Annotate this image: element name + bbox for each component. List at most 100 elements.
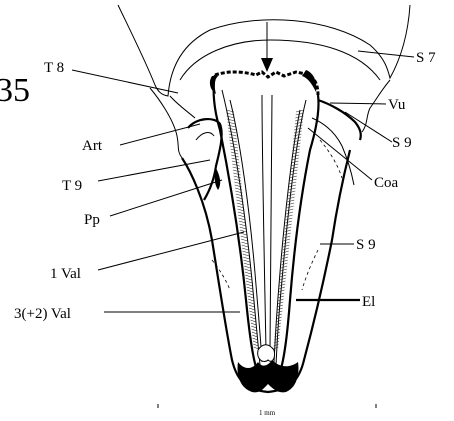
valve-rib-left	[229, 134, 237, 136]
vulva-structure	[318, 100, 361, 140]
valve-rib-left	[249, 311, 254, 313]
segment-8-outline	[118, 5, 410, 96]
leader-vu	[330, 103, 386, 104]
valve-rib-left	[246, 284, 252, 286]
valve-rib-left	[248, 299, 254, 301]
tergite-9-inner	[196, 133, 214, 140]
valve-rib-left	[234, 176, 241, 178]
valve-rib-right	[282, 254, 288, 256]
right-valve-inner-1	[276, 100, 306, 365]
valve-rib-left	[234, 179, 241, 181]
coa-outline	[312, 118, 354, 185]
valve-rib-left	[250, 314, 255, 316]
valve-rib-left	[244, 263, 250, 265]
valve-rib-right	[278, 293, 284, 295]
valve-rib-left	[228, 131, 236, 133]
valve-rib-left	[247, 293, 253, 295]
valve-rib-left	[233, 173, 240, 175]
valve-rib-left	[232, 161, 239, 163]
valve-rib-left	[248, 302, 254, 304]
valve-rib-right	[294, 134, 302, 136]
leader-art	[120, 124, 200, 145]
valve-rib-left	[243, 257, 249, 259]
valve-rib-left	[228, 125, 236, 127]
valve-rib-left	[247, 290, 253, 292]
label-t9: T 9	[62, 178, 82, 194]
valve-rib-right	[285, 221, 292, 223]
valve-rib-left	[246, 281, 252, 283]
label-pp: Pp	[84, 212, 100, 228]
valve-rib-right	[288, 191, 295, 193]
valve-rib-left	[248, 296, 254, 298]
apex-notch	[258, 345, 275, 362]
valve-rib-left	[240, 233, 246, 235]
valve-rib-right	[288, 197, 295, 199]
valve-rib-right	[286, 212, 293, 214]
scale-bar-label: 1 mm	[259, 409, 276, 417]
valve-rib-left	[252, 332, 257, 334]
direction-arrow-head	[261, 58, 273, 72]
label-t8: T 8	[44, 60, 64, 76]
valve-rib-left	[229, 137, 237, 139]
valve-rib-left	[233, 170, 240, 172]
leader-s7	[358, 51, 414, 57]
label-3val: 3(+2) Val	[14, 306, 71, 322]
left-valve-outer	[214, 75, 258, 372]
valve-rib-right	[289, 179, 296, 181]
label-s9-upper: S 9	[392, 135, 412, 151]
valve-rib-right	[279, 284, 285, 286]
valve-rib-right	[280, 272, 286, 274]
valve-rib-left	[228, 128, 236, 130]
tergite-9-lobe	[188, 119, 222, 200]
valve-rib-left	[242, 248, 248, 250]
valve-rib-right	[287, 209, 294, 211]
paraproct-mark	[215, 168, 220, 190]
valve-rib-left	[251, 326, 256, 328]
valve-rib-right	[282, 260, 288, 262]
valve-rib-right	[284, 239, 290, 241]
valve-rib-left	[245, 275, 251, 277]
valve-rib-left	[247, 287, 253, 289]
valve-rib-left	[239, 218, 246, 220]
left-valve-tip	[210, 76, 218, 94]
valve-rib-right	[287, 200, 294, 202]
valve-rib-left	[246, 278, 252, 280]
valve-rib-right	[283, 245, 289, 247]
valve-rib-left	[241, 236, 247, 238]
valve-rib-right	[286, 218, 293, 220]
valve-rib-left	[233, 167, 240, 169]
sternite-7-wall	[362, 80, 390, 132]
valve-rib-left	[244, 260, 250, 262]
valve-rib-left	[243, 254, 249, 256]
valve-rib-left	[241, 239, 247, 241]
valve-rib-right	[294, 131, 302, 133]
valve-rib-right	[282, 257, 288, 259]
valve-rib-right	[279, 287, 285, 289]
label-s9-lower: S 9	[356, 237, 376, 253]
valve-rib-left	[227, 122, 235, 124]
valve-rib-right	[281, 269, 287, 271]
valve-rib-left	[232, 164, 239, 166]
label-coa: Coa	[374, 175, 399, 191]
valve-rib-left	[242, 251, 248, 253]
leader-s9-upper	[345, 112, 392, 142]
valve-rib-left	[239, 221, 246, 223]
label-el: El	[362, 294, 375, 310]
valve-rib-right	[280, 275, 286, 277]
central-gap-left	[262, 95, 266, 350]
valve-rib-right	[295, 125, 303, 127]
label-1val: 1 Val	[50, 266, 81, 282]
valve-rib-right	[286, 215, 293, 217]
valve-rib-right	[289, 185, 296, 187]
valve-apex	[238, 360, 299, 392]
tergite-8-wall	[150, 88, 182, 158]
valve-rib-left	[249, 305, 255, 307]
valve-rib-right	[281, 266, 287, 268]
valve-rib-left	[249, 308, 255, 310]
valve-rib-left	[250, 317, 255, 319]
central-gap-right	[270, 95, 272, 350]
valve-rib-right	[282, 251, 288, 253]
coa-dotted-line	[320, 140, 342, 178]
figure-number: 35	[0, 72, 30, 109]
